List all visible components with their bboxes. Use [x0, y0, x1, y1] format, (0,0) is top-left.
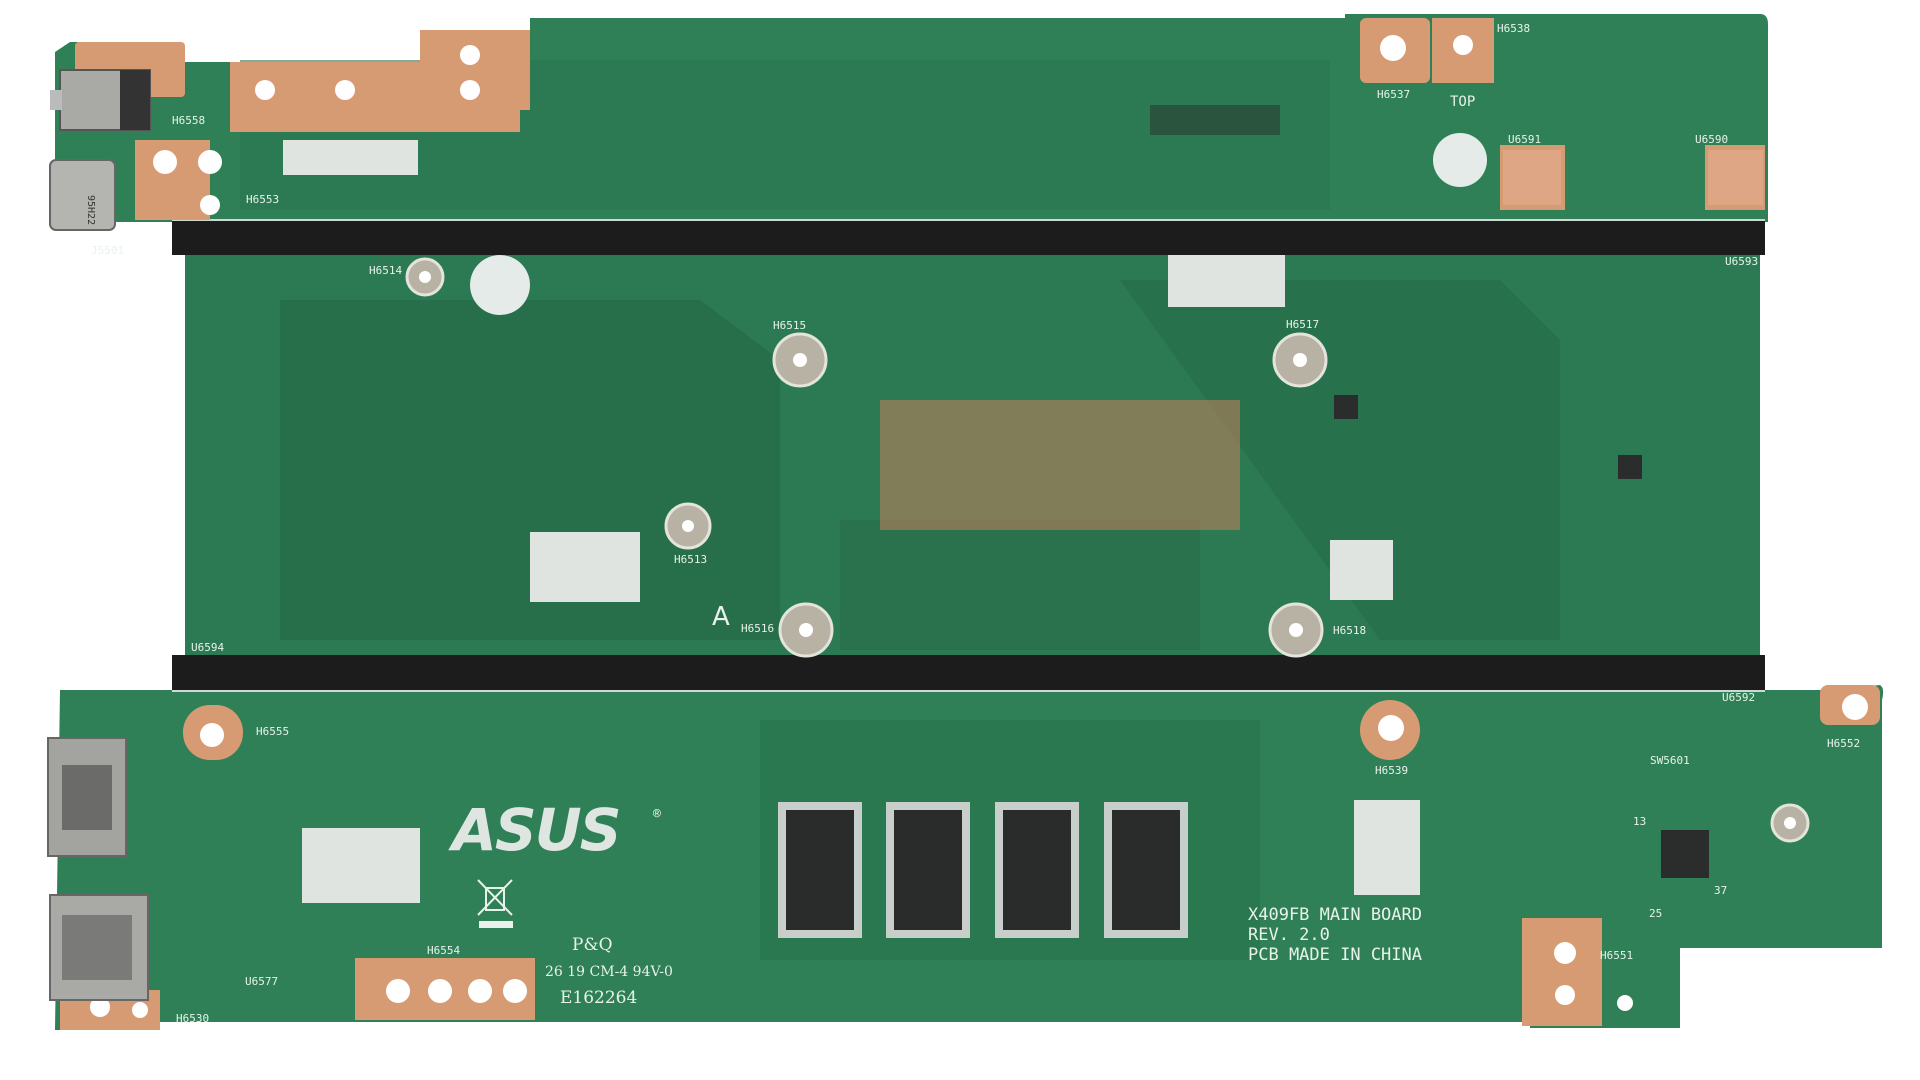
- bga-area: [880, 400, 1240, 530]
- ic-chips: [1150, 105, 1709, 878]
- pcb-middle-section: [185, 252, 1760, 658]
- label-h6514: H6514: [369, 264, 402, 277]
- foam-strip-bottom: [172, 655, 1765, 692]
- label-h6518: H6518: [1333, 624, 1366, 637]
- label-h6553: H6553: [246, 193, 279, 206]
- usb-c-marking: 95H22: [85, 195, 96, 225]
- pq-mark: P&Q: [572, 935, 613, 955]
- mounting-holes: [90, 35, 1868, 1018]
- weee-bin-icon: [477, 879, 513, 928]
- asus-logo: ASUS: [448, 796, 620, 864]
- usb-c-port: 95H22: [49, 159, 116, 231]
- label-u6577: U6577: [245, 975, 278, 988]
- label-sw5601: SW5601: [1650, 754, 1690, 767]
- label-u6591: U6591: [1508, 133, 1541, 146]
- cert-text: 26 19 CM-4 94V-0: [545, 964, 673, 980]
- registered-mark: ®: [653, 807, 661, 822]
- insulation-tape: [283, 140, 1420, 903]
- audio-jack: [50, 69, 151, 131]
- side-letter: A: [712, 602, 730, 632]
- label-u6592: U6592: [1722, 691, 1755, 704]
- label-u6594: U6594: [191, 641, 224, 654]
- refdes-labels: H6558 J5501 H6553 H6514 H6515 H6517 U659…: [91, 22, 1860, 1025]
- label-h6538: H6538: [1497, 22, 1530, 35]
- label-h6551: H6551: [1600, 949, 1633, 962]
- top-mark: TOP: [1450, 94, 1475, 110]
- label-u6593: U6593: [1725, 255, 1758, 268]
- label-h6555: H6555: [256, 725, 289, 738]
- pin-mark-25: 25: [1649, 907, 1662, 920]
- ul-file-number: E162264: [560, 988, 637, 1008]
- label-h6530: H6530: [176, 1012, 209, 1025]
- label-j5501: J5501: [91, 244, 124, 257]
- standoffs: [405, 257, 1810, 843]
- label-h6537: H6537: [1377, 88, 1410, 101]
- board-model: X409FB MAIN BOARD: [1248, 905, 1422, 925]
- pin-mark-37: 37: [1714, 884, 1727, 897]
- label-h6513: H6513: [674, 553, 707, 566]
- label-h6554: H6554: [427, 944, 460, 957]
- pin-mark-13: 13: [1633, 815, 1646, 828]
- board-origin: PCB MADE IN CHINA: [1248, 945, 1422, 965]
- label-h6515: H6515: [773, 319, 806, 332]
- label-u6590: U6590: [1695, 133, 1728, 146]
- chassis-ground-pads: [1503, 150, 1763, 205]
- label-h6552: H6552: [1827, 737, 1860, 750]
- label-h6558: H6558: [172, 114, 205, 127]
- foam-strip-top: [172, 219, 1765, 255]
- board-revision: REV. 2.0: [1248, 925, 1330, 945]
- label-h6517: H6517: [1286, 318, 1319, 331]
- label-h6516: H6516: [741, 622, 774, 635]
- hdmi-port: [47, 737, 127, 857]
- memory-chips: [778, 802, 1188, 938]
- usb-a-port: [49, 894, 149, 1001]
- label-h6539: H6539: [1375, 764, 1408, 777]
